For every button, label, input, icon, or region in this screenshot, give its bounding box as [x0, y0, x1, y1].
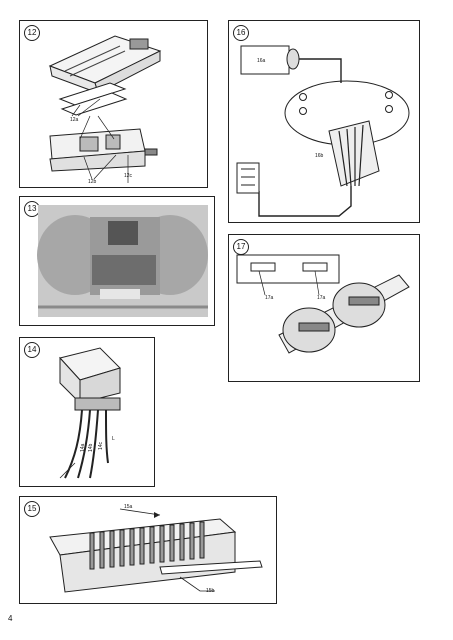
- label-14c: 14c: [98, 441, 104, 450]
- control-board-illustration: [236, 254, 410, 354]
- label-17a-right: 17a: [317, 295, 326, 301]
- housing-illustration: [48, 35, 162, 183]
- label-17a-left: 17a: [265, 295, 274, 301]
- terminal-rail-illustration: [49, 508, 263, 593]
- label-14b: 14b: [88, 443, 94, 452]
- label-12c: 12c: [124, 173, 133, 179]
- wiring-illustration: [236, 45, 410, 217]
- label-15a: 15a: [124, 504, 133, 510]
- figure-15: 15 15a 15b: [19, 496, 277, 604]
- figure-number: 16: [233, 25, 249, 41]
- figure-17: 17 17a 17a: [228, 234, 420, 382]
- figure-16: 16 16a 16b: [228, 20, 420, 223]
- figure-number: 12: [24, 25, 40, 41]
- page-number: 4: [8, 614, 13, 623]
- label-16b: 16b: [315, 153, 324, 159]
- figure-14: 14 14a 14b 14c L: [19, 337, 155, 487]
- label-12a: 12a: [70, 117, 79, 123]
- figure-number: 15: [24, 501, 40, 517]
- label-12b: 12b: [88, 179, 97, 185]
- label-16a: 16a: [257, 58, 266, 64]
- figure-13: 13: [19, 196, 215, 326]
- label-15b: 15b: [206, 588, 215, 594]
- label-14a: 14a: [80, 443, 86, 452]
- terminal-box-illustration: [59, 347, 121, 479]
- figure-12: 12 12a 12b 12c: [19, 20, 208, 188]
- blower-photo: [37, 205, 208, 317]
- figure-number: 14: [24, 342, 40, 358]
- label-L: L: [112, 436, 115, 442]
